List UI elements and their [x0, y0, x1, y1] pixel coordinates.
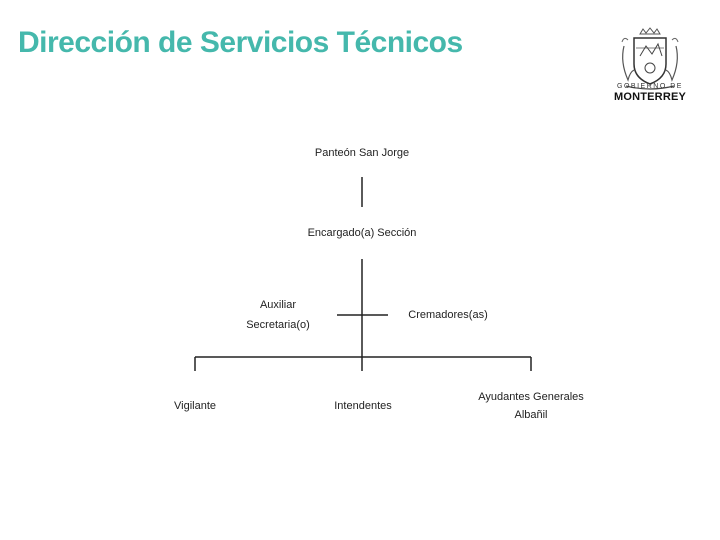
node-manager: Encargado(a) Sección — [307, 227, 417, 239]
logo-subtitle: GOBIERNO DE — [617, 83, 683, 90]
page-title: Dirección de Servicios Técnicos — [18, 26, 463, 59]
logo-name: MONTERREY — [613, 91, 687, 103]
node-intendants: Intendentes — [334, 400, 392, 412]
node-assistant-line2: Secretaria(o) — [246, 319, 310, 331]
node-helpers-line2: Albañil — [514, 409, 548, 421]
node-cremators: Cremadores(as) — [408, 309, 488, 321]
node-guard: Vigilante — [174, 400, 216, 412]
node-helpers-line1: Ayudantes Generales — [478, 391, 584, 403]
node-assistant-line1: Auxiliar — [259, 299, 297, 311]
monterrey-coat-of-arms-icon — [621, 27, 679, 90]
node-root: Panteón San Jorge — [314, 147, 410, 159]
